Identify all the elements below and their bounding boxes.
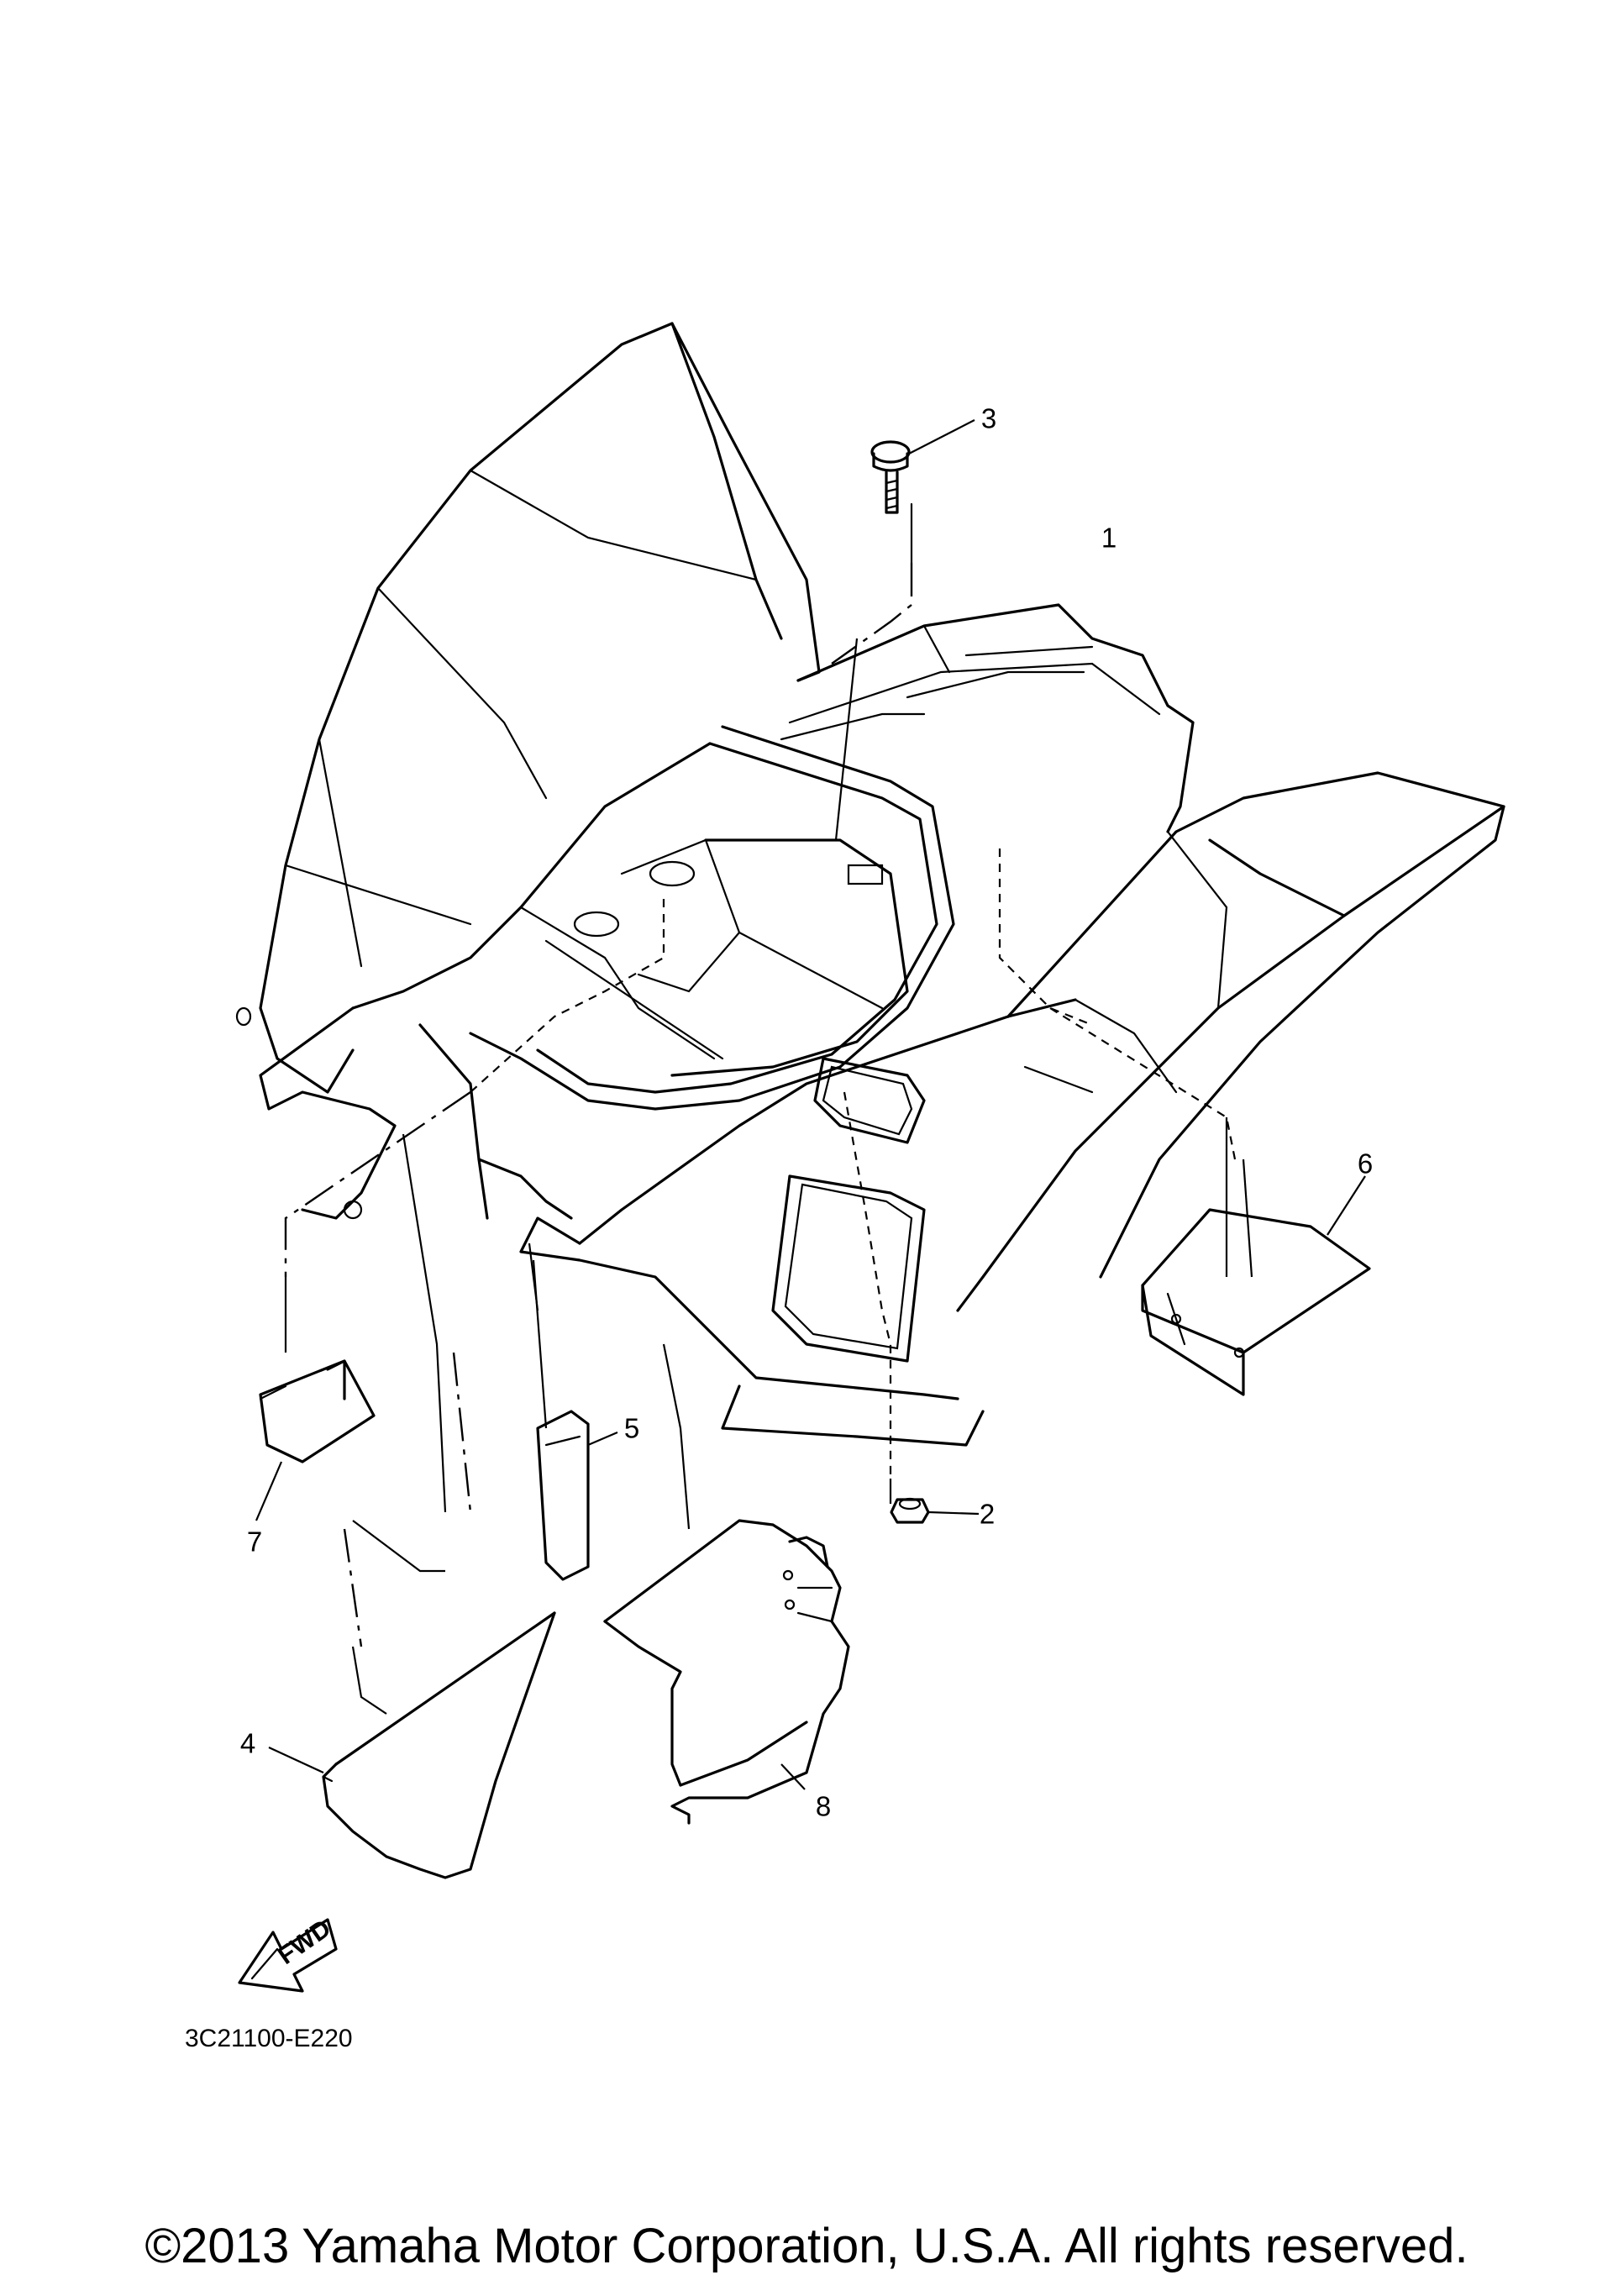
callout-1[interactable]: 1	[1101, 522, 1117, 554]
part-2-nut[interactable]	[890, 1497, 980, 1524]
callout-6[interactable]: 6	[1357, 1148, 1374, 1180]
copyright-notice: ©2013 Yamaha Motor Corporation, U.S.A. A…	[144, 2219, 1469, 2273]
part-3-screw[interactable]	[870, 419, 975, 514]
assembly-guide-lines	[284, 502, 1253, 1715]
part-4-cover[interactable]	[268, 1611, 556, 1879]
callout-3[interactable]: 3	[980, 402, 997, 434]
forward-arrow-icon	[238, 1918, 338, 1993]
callout-2[interactable]: 2	[979, 1498, 996, 1530]
part-6-protector[interactable]	[1141, 1175, 1371, 1396]
callout-4[interactable]: 4	[239, 1727, 256, 1759]
part-5-plate[interactable]	[536, 1410, 618, 1581]
callout-8[interactable]: 8	[815, 1790, 832, 1822]
callout-5[interactable]: 5	[623, 1412, 640, 1444]
callout-7[interactable]: 7	[246, 1526, 263, 1558]
diagram-code: 3C21100-E220	[185, 2025, 353, 2052]
part-7-bracket[interactable]	[255, 1359, 376, 1521]
part-1-rear-fender[interactable]	[235, 322, 1505, 1447]
part-8-protector[interactable]	[603, 1519, 850, 1825]
